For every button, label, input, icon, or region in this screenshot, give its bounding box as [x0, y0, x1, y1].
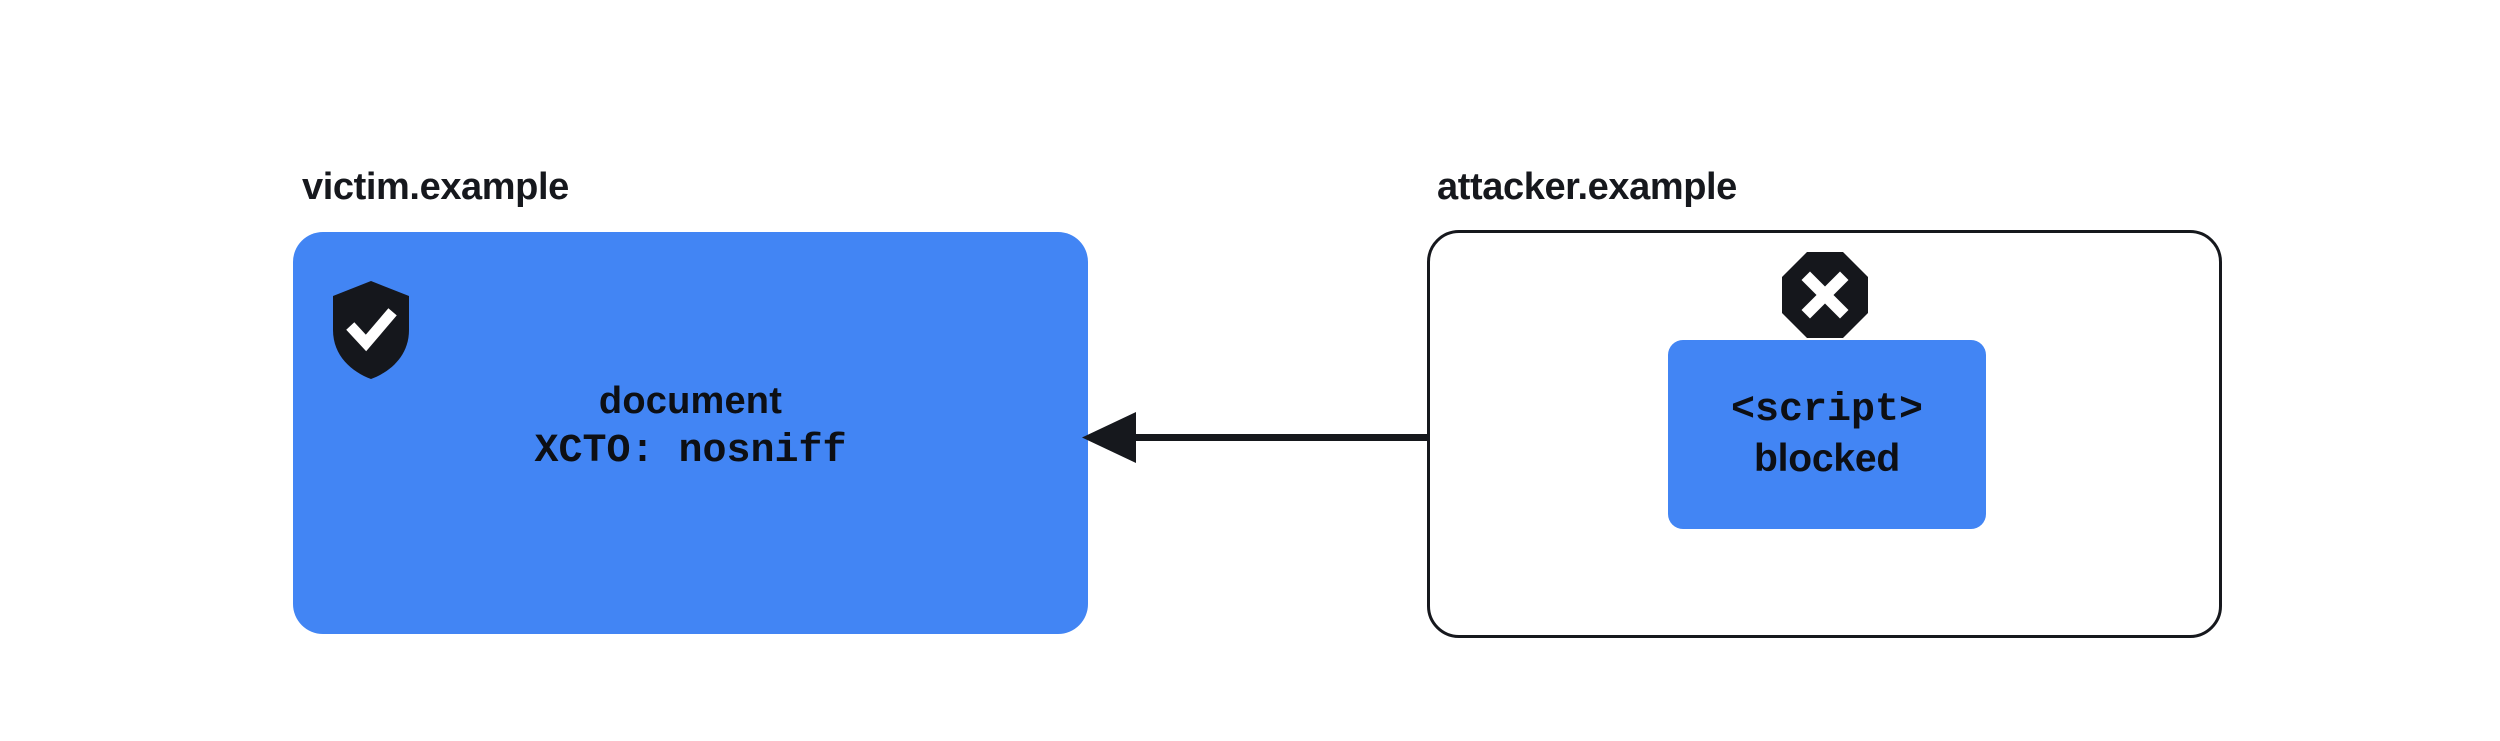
victim-origin-label: victim.example	[302, 166, 569, 208]
script-tag-label: <script>	[1730, 387, 1924, 433]
blocked-octagon-x-icon	[1782, 252, 1868, 338]
victim-document-panel	[293, 232, 1088, 634]
victim-response-header: XCTO: nosniff	[534, 429, 847, 475]
attacker-origin-label: attacker.example	[1437, 166, 1737, 208]
script-state-label: blocked	[1754, 437, 1900, 481]
shield-check-icon	[333, 281, 409, 379]
victim-resource-text: document XCTO: nosniff	[293, 378, 1088, 477]
victim-resource-name: document	[598, 380, 783, 422]
blocked-script-chip: <script> blocked	[1668, 340, 1986, 529]
